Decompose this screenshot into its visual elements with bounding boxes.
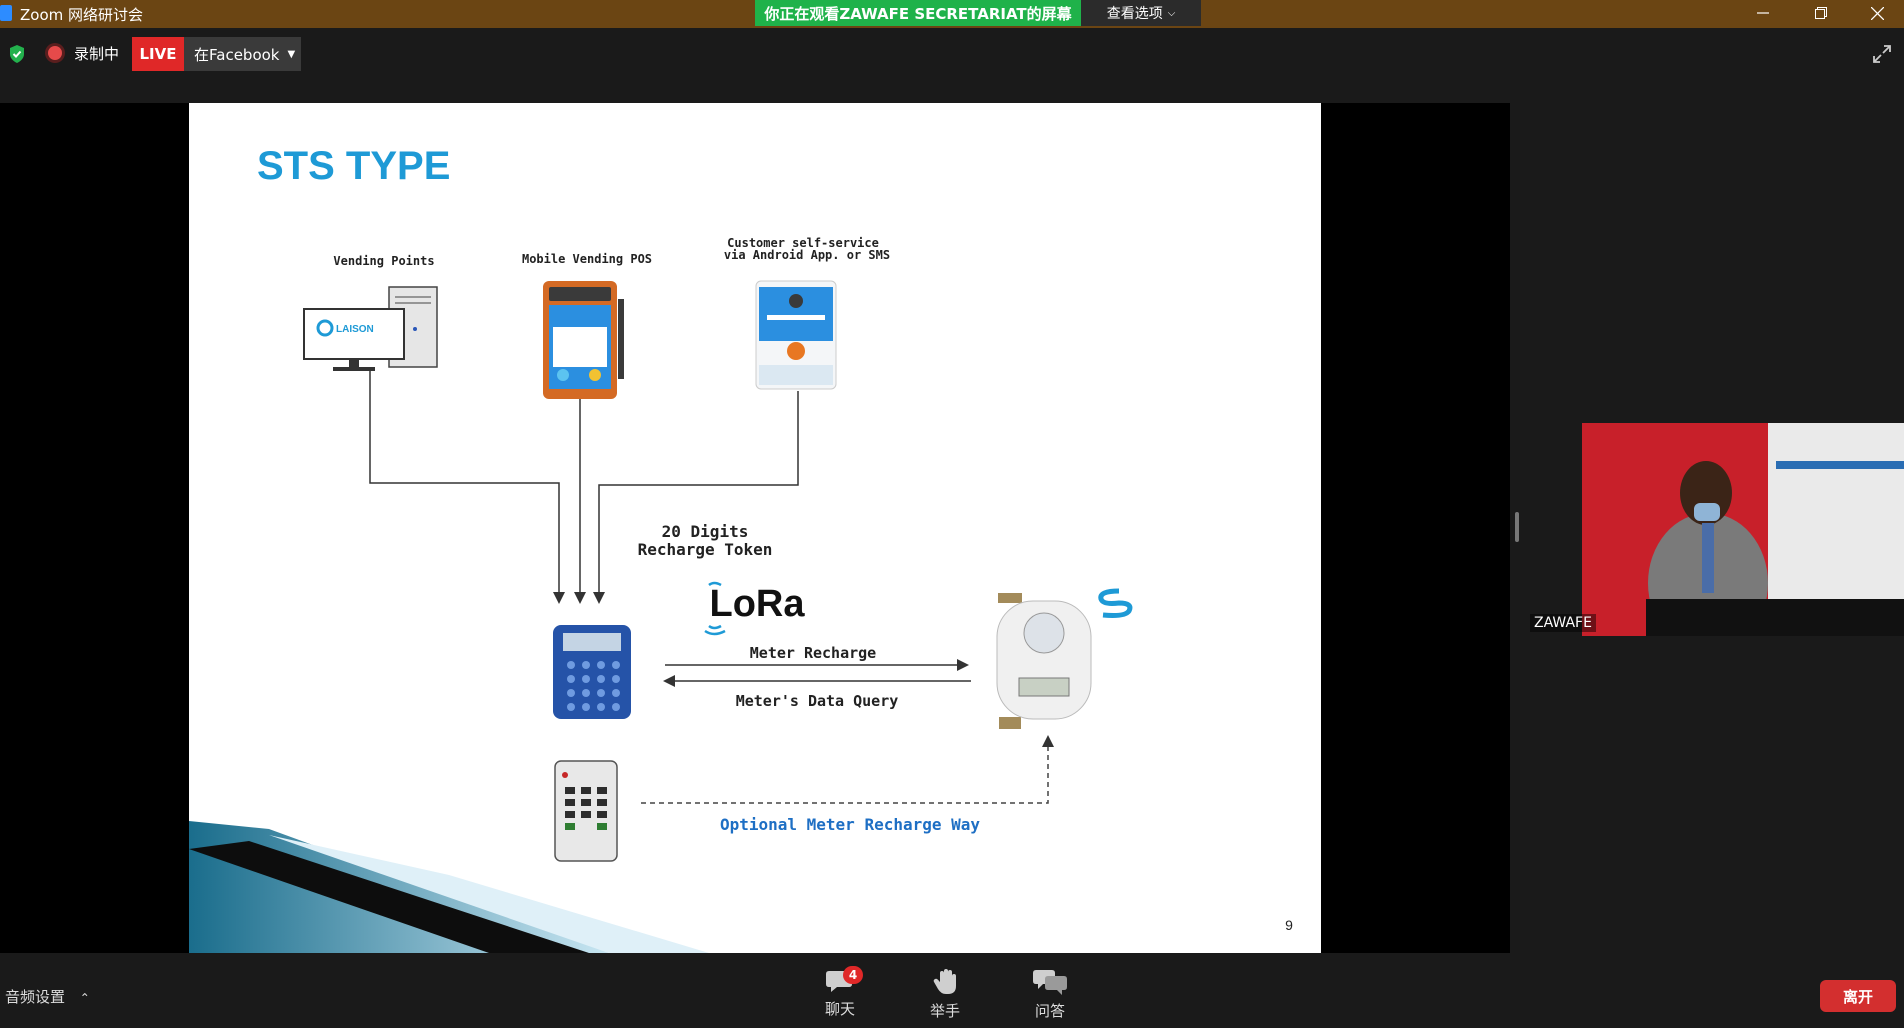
handheld-remote-icon	[554, 760, 618, 862]
minimize-icon	[1757, 12, 1769, 14]
meter-recharge-label: Meter Recharge	[750, 644, 876, 662]
smartphone-app-icon	[755, 280, 837, 390]
audio-settings-button[interactable]: 音频设置 ⌃	[5, 986, 90, 1007]
token-label-2: Recharge Token	[638, 540, 773, 559]
minimize-button[interactable]	[1738, 0, 1788, 26]
laison-logo-text: LAISON	[336, 324, 374, 335]
chat-label: 聊天	[824, 1000, 855, 1018]
slide-page-number: 9	[1285, 917, 1293, 933]
panel-resize-handle[interactable]	[1515, 512, 1519, 542]
lora-logo-text: LoRa	[710, 583, 806, 625]
qa-bubbles-icon	[1033, 970, 1067, 995]
company-s-logo-icon	[1098, 588, 1133, 618]
participant-video-tile[interactable]	[1526, 423, 1904, 636]
slide-decoration-wave	[189, 821, 709, 953]
label-self-service-2: via Android App. or SMS	[724, 248, 890, 262]
live-destination-dropdown[interactable]: 在Facebook ▼	[184, 37, 301, 71]
leave-button[interactable]: 离开	[1820, 980, 1896, 1012]
lora-logo-icon: LoRa	[704, 581, 806, 636]
zoom-logo-icon	[0, 5, 12, 21]
shared-slide: STS TYPE Vending Points Mobile Vending P…	[189, 103, 1321, 953]
label-mobile-pos: Mobile Vending POS	[522, 252, 652, 266]
slide-diagram: STS TYPE Vending Points Mobile Vending P…	[189, 144, 1293, 953]
security-shield-icon[interactable]	[8, 44, 26, 64]
view-options-button[interactable]: 查看选项 ⌵	[1081, 0, 1201, 26]
token-label-1: 20 Digits	[662, 522, 749, 541]
restore-button[interactable]	[1796, 0, 1846, 26]
qa-label: 问答	[1034, 1002, 1065, 1020]
slide-title: STS TYPE	[257, 144, 450, 188]
chat-unread-badge: 4	[843, 966, 863, 984]
caret-down-icon: ▼	[287, 48, 296, 60]
water-meter-icon	[996, 593, 1092, 729]
app-title: Zoom 网络研讨会	[20, 6, 144, 24]
label-self-service-1: Customer self-service	[727, 236, 879, 250]
live-badge: LIVE	[132, 37, 184, 71]
mobile-pos-icon	[543, 281, 624, 399]
share-banner: 你正在观看ZAWAFE SECRETARIAT的屏幕	[755, 0, 1081, 26]
desktop-computer-icon: LAISON	[303, 286, 438, 371]
qa-button[interactable]: 问答	[1020, 968, 1080, 1028]
live-destination-label: 在Facebook	[194, 45, 280, 64]
audio-settings-label: 音频设置	[5, 988, 66, 1006]
chevron-up-icon: ⌃	[79, 991, 90, 1005]
view-options-label: 查看选项	[1106, 6, 1163, 22]
raise-hand-button[interactable]: 举手	[915, 968, 975, 1028]
chevron-down-icon: ⌵	[1167, 7, 1176, 19]
raise-hand-label: 举手	[929, 1002, 960, 1020]
participant-video-frame	[1526, 423, 1904, 636]
ciu-keypad-device-icon	[553, 625, 631, 719]
recording-dot-icon	[48, 46, 62, 60]
meeting-status-bar	[0, 28, 1904, 78]
data-query-label: Meter's Data Query	[736, 692, 899, 710]
recording-label: 录制中	[74, 45, 120, 63]
participant-name-label: ZAWAFE	[1530, 614, 1596, 632]
raise-hand-icon	[933, 969, 956, 994]
label-vending-points: Vending Points	[333, 254, 434, 268]
fullscreen-icon[interactable]	[1872, 44, 1892, 64]
restore-icon	[1815, 7, 1827, 19]
close-icon	[1870, 6, 1884, 20]
close-button[interactable]	[1852, 0, 1902, 26]
optional-way-label: Optional Meter Recharge Way	[720, 815, 980, 834]
